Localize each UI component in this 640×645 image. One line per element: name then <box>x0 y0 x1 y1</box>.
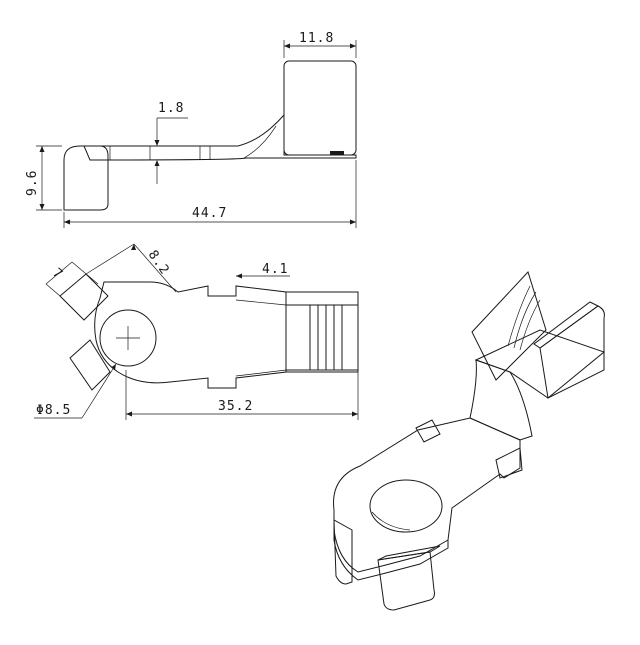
side-strip <box>83 113 357 161</box>
iso-neck <box>469 359 533 441</box>
dim-slot-width: 4.1 <box>262 262 288 277</box>
top-barrel <box>285 291 359 373</box>
side-view: 11.8 1.8 9.6 44.7 <box>25 31 357 228</box>
dim-ring-length: 35.2 <box>218 399 253 414</box>
top-body-outline <box>94 281 287 389</box>
dim-height: 9.6 <box>25 170 40 196</box>
iso-barrel-floor <box>474 329 606 399</box>
dim-tab-offset: 8.2 <box>145 248 172 278</box>
side-notch-mark <box>330 151 344 155</box>
side-riser <box>283 60 357 156</box>
iso-front-tab <box>377 551 435 611</box>
dim-top-width: 11.8 <box>299 31 334 46</box>
top-upper-tab <box>59 273 109 321</box>
iso-left-tab <box>333 519 353 585</box>
top-lower-tab <box>69 339 111 391</box>
dim-thickness: 1.8 <box>158 101 184 116</box>
side-left-tab <box>63 145 109 211</box>
iso-right-wing <box>539 305 605 399</box>
dim-hole-diameter: Φ8.5 <box>36 403 71 418</box>
iso-view <box>333 271 606 611</box>
dim-tab-width: 7 <box>49 266 65 283</box>
iso-base-plate <box>333 417 521 573</box>
top-view: 4.1 35.2 Φ8.5 7 8.2 <box>34 243 359 420</box>
dim-length: 44.7 <box>192 206 227 221</box>
iso-ring-hole <box>369 479 443 533</box>
ring-hole <box>99 309 157 367</box>
iso-back-wing <box>471 271 547 381</box>
